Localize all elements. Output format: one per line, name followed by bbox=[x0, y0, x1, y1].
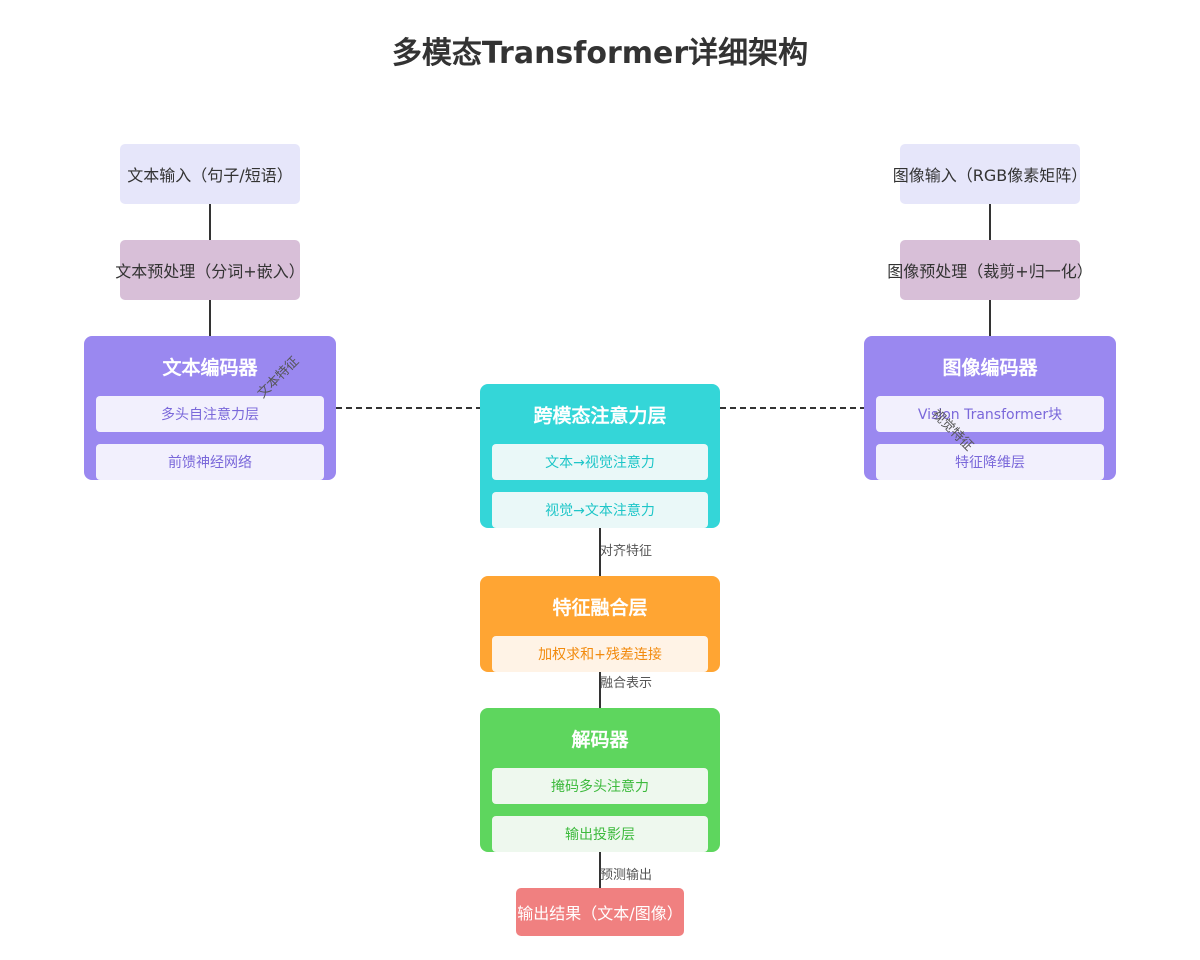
text-encoder-group: 文本编码器 多头自注意力层 前馈神经网络 bbox=[84, 336, 336, 480]
edge-label-fused-representation: 融合表示 bbox=[600, 676, 653, 691]
decoder-item-masked-attention: 掩码多头注意力 bbox=[492, 768, 708, 804]
cross-attention-group: 跨模态注意力层 文本→视觉注意力 视觉→文本注意力 bbox=[480, 384, 720, 528]
fusion-title: 特征融合层 bbox=[552, 597, 648, 619]
edge-label-predicted-output: 预测输出 bbox=[600, 868, 653, 883]
image-encoder-item-dim-reduction: 特征降维层 bbox=[876, 444, 1104, 480]
text-encoder-title: 文本编码器 bbox=[162, 357, 258, 379]
text-encoder-item-self-attention: 多头自注意力层 bbox=[96, 396, 324, 432]
fusion-item-weighted-sum: 加权求和+残差连接 bbox=[492, 636, 708, 672]
text-preprocess-node: 文本预处理（分词+嵌入） bbox=[115, 240, 305, 300]
image-encoder-item-vit-block: Vision Transformer块 bbox=[876, 396, 1104, 432]
fusion-group: 特征融合层 加权求和+残差连接 bbox=[480, 576, 720, 672]
diagram-title: 多模态Transformer详细架构 bbox=[391, 36, 809, 71]
cross-attention-item-visual-to-text: 视觉→文本注意力 bbox=[492, 492, 708, 528]
decoder-group: 解码器 掩码多头注意力 输出投影层 bbox=[480, 708, 720, 852]
decoder-title: 解码器 bbox=[571, 729, 629, 751]
edge-label-aligned-features: 对齐特征 bbox=[600, 544, 653, 559]
cross-attention-title: 跨模态注意力层 bbox=[533, 405, 667, 427]
cross-attention-item-text-to-visual: 文本→视觉注意力 bbox=[492, 444, 708, 480]
image-encoder-title: 图像编码器 bbox=[942, 357, 1038, 379]
text-encoder-item-feed-forward: 前馈神经网络 bbox=[96, 444, 324, 480]
image-input-node: 图像输入（RGB像素矩阵） bbox=[893, 144, 1087, 204]
decoder-item-output-projection: 输出投影层 bbox=[492, 816, 708, 852]
text-input-node: 文本输入（句子/短语） bbox=[120, 144, 300, 204]
output-node: 输出结果（文本/图像） bbox=[516, 888, 684, 936]
image-encoder-group: 图像编码器 Vision Transformer块 特征降维层 bbox=[864, 336, 1116, 480]
image-preprocess-node: 图像预处理（裁剪+归一化） bbox=[887, 240, 1093, 300]
